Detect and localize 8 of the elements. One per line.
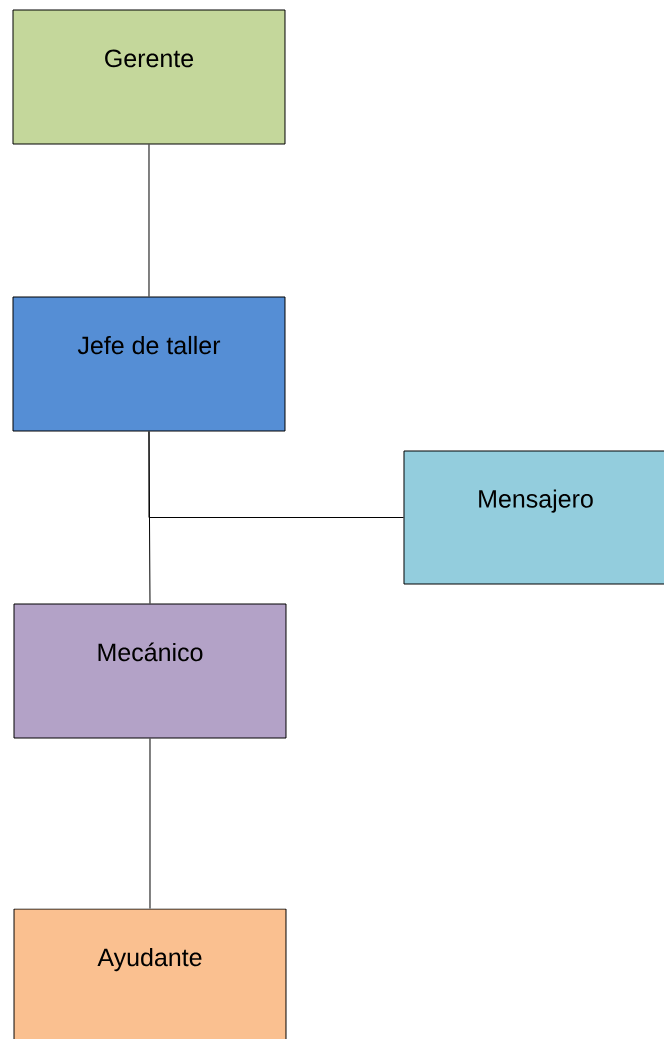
connector-line — [148, 431, 151, 604]
position-box: Gerente — [12, 9, 286, 145]
position-box: Mensajero — [403, 450, 664, 585]
connector-line — [149, 738, 151, 909]
position-box: Ayudante — [13, 908, 287, 1039]
position-box: Mecánico — [13, 603, 287, 739]
position-box: Jefe de taller — [12, 296, 286, 432]
connector-line — [148, 144, 150, 297]
